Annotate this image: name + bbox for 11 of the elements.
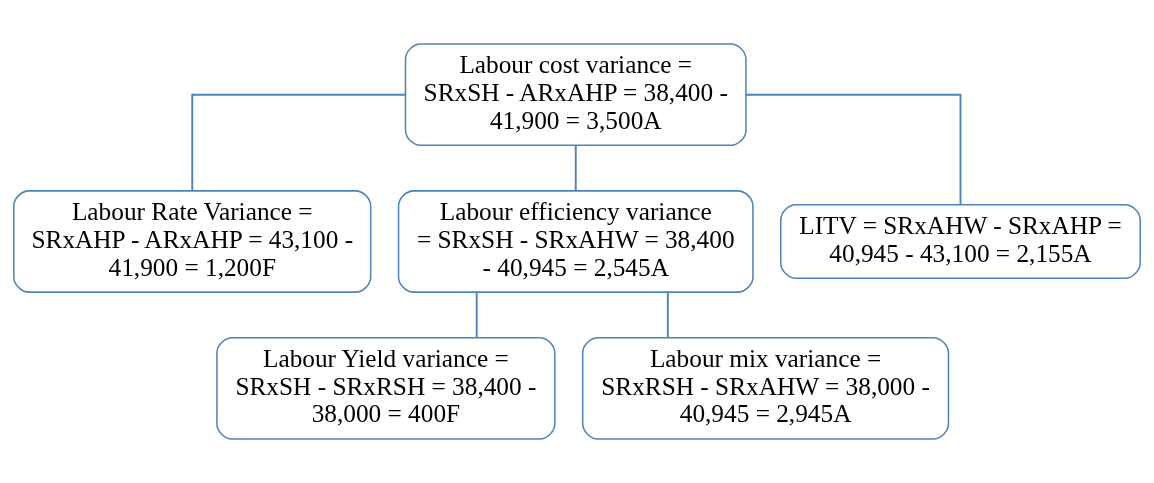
- node-box: Labour efficiency variance = SRxSH - SRxAHW = 38,400 - 40,945 = 2,545A: [397, 190, 754, 293]
- node-box: Labour Yield variance = SRxSH - SRxRSH = 38,400 - 38,000 = 400F: [216, 336, 556, 440]
- node-box: Labour cost variance = SRxSH - ARxAHP = 38,400 - 41,900 = 3,500A: [404, 43, 747, 147]
- connector: [666, 291, 669, 339]
- node-box: Labour Rate Variance = SRxAHP - ARxAHP = 43,100 - 41,900 = 1,200F: [13, 190, 372, 293]
- connector: [475, 291, 478, 339]
- node-box: Labour mix variance = SRxRSH - SRxAHW = 38,000 - 40,945 = 2,945A: [581, 336, 950, 440]
- connector: [574, 144, 577, 192]
- connector: [191, 93, 407, 192]
- connector: [745, 93, 962, 206]
- node-box: LITV = SRxAHW - SRxAHP = 40,945 - 43,100 = 2,155A: [780, 204, 1141, 279]
